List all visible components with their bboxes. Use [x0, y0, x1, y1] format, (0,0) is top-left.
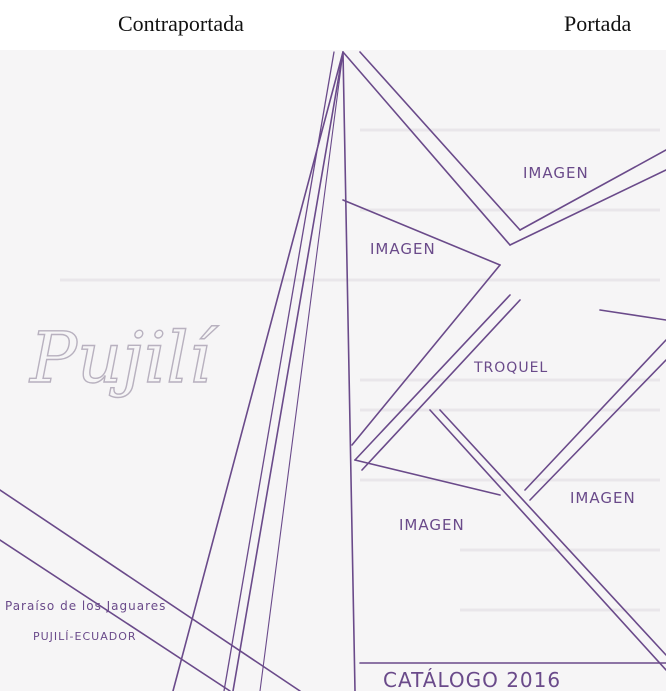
- label-imagen-bottom-left: IMAGEN: [399, 516, 465, 534]
- catalog-title: CATÁLOGO 2016: [383, 668, 561, 691]
- label-imagen-bottom-right: IMAGEN: [570, 489, 636, 507]
- footer-line-1: Paraíso de los Jaguares: [5, 599, 166, 613]
- back-cover-label: Contraportada: [118, 11, 244, 37]
- label-troquel: TROQUEL: [473, 360, 548, 376]
- label-imagen-top-right: IMAGEN: [523, 164, 589, 182]
- label-imagen-upper-left: IMAGEN: [370, 240, 436, 258]
- front-cover-label: Portada: [564, 11, 631, 37]
- sketch-drawing: IMAGEN IMAGEN TROQUEL IMAGEN IMAGEN Puji…: [0, 50, 666, 691]
- page-header: Contraportada Portada: [0, 0, 666, 50]
- catalog-sketch: IMAGEN IMAGEN TROQUEL IMAGEN IMAGEN Puji…: [0, 50, 666, 691]
- brand-logo: Pujilí: [28, 317, 219, 399]
- footer-line-2: PUJILÍ-ECUADOR: [33, 630, 137, 643]
